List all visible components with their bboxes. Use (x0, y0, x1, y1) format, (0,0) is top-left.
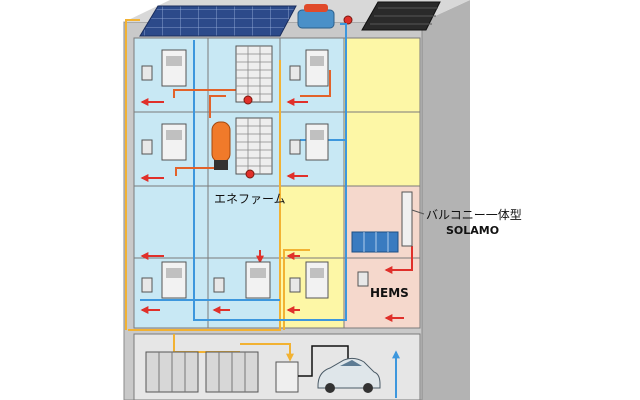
room-grid (133, 37, 421, 400)
unit-room-4c (305, 261, 329, 299)
hot-water-tank (211, 121, 231, 170)
room-1d (343, 37, 421, 113)
unit-room-1a (161, 49, 187, 87)
solamo-unit (351, 191, 425, 253)
label-balcony-type: バルコニー一体型 (426, 208, 522, 222)
ev-charging-cable (298, 345, 349, 377)
storage-racks (235, 45, 273, 175)
unit-room-2c (305, 123, 329, 161)
roof-solar-panels (139, 1, 441, 37)
power-conditioner (275, 361, 299, 393)
room-3b (207, 185, 281, 259)
building-roof-side (422, 0, 470, 400)
fuel-cell-units (161, 49, 329, 299)
room-3a (133, 185, 209, 259)
label-hems: HEMS (370, 286, 409, 300)
electric-vehicle (317, 357, 381, 393)
label-enefarm: エネファーム (214, 192, 286, 206)
cold-water-pipes (140, 23, 400, 398)
room-3c (279, 185, 345, 259)
label-solamo: SOLAMO (446, 224, 499, 237)
battery-cabinets (145, 351, 259, 393)
return-arrows (140, 98, 413, 322)
pv-panel-left (139, 5, 297, 37)
room-2d (343, 111, 421, 187)
unit-room-4b (245, 261, 271, 299)
unit-room-4a (161, 261, 187, 299)
pump-valves (243, 95, 255, 179)
unit-room-2a (161, 123, 187, 161)
unit-room-1c (305, 49, 329, 87)
roof-water-tank (297, 4, 353, 29)
hot-water-pipes (173, 60, 331, 176)
wall-controllers (141, 65, 369, 293)
